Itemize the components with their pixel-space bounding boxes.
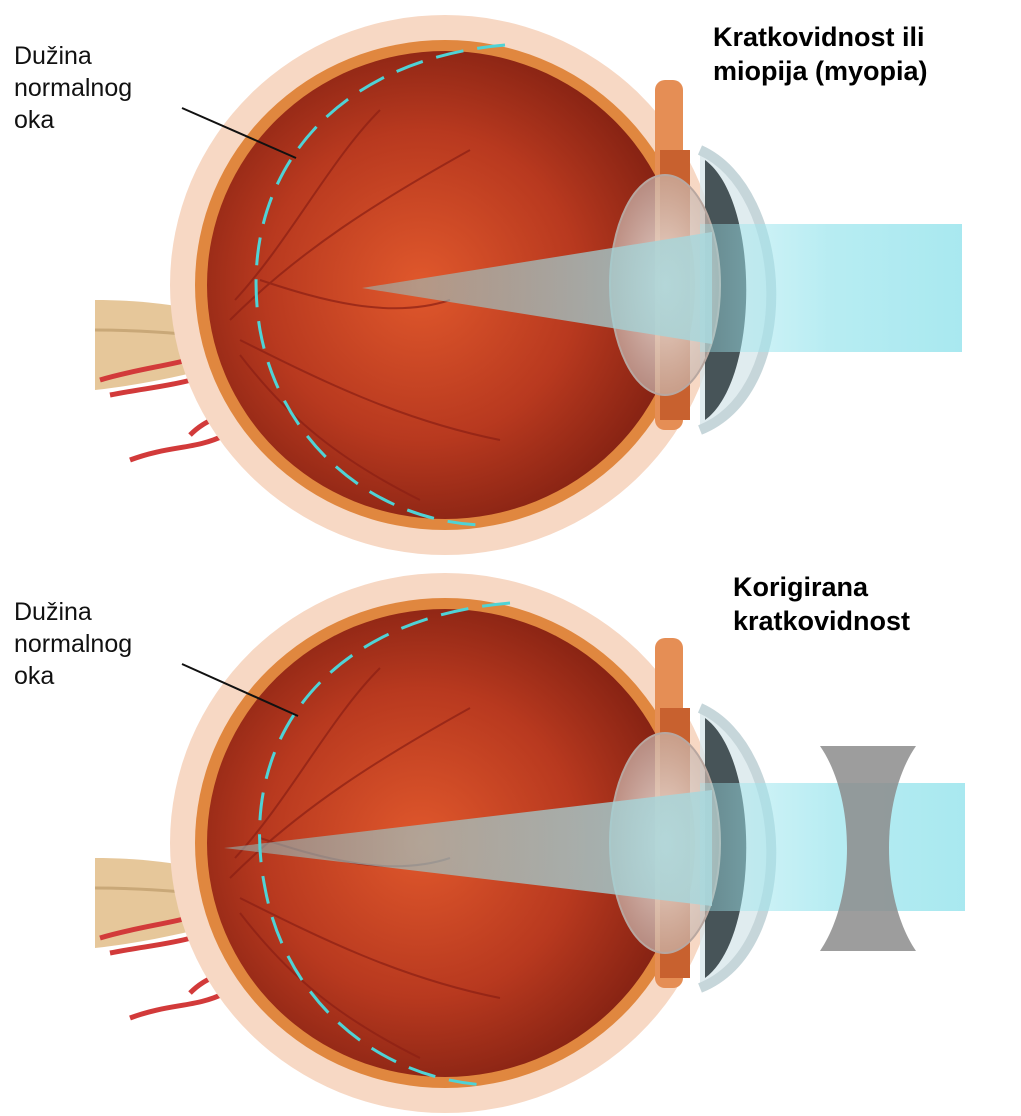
- normal-length-label: Dužina normalnog oka: [14, 40, 132, 136]
- corrected-diagram: Dužina normalnog oka Korigirana kratkovi…: [0, 558, 1021, 1116]
- normal-length-label: Dužina normalnog oka: [14, 596, 132, 692]
- label-line: oka: [14, 104, 132, 136]
- corrected-eye-illustration: [0, 558, 1021, 1116]
- label-line: Dužina: [14, 40, 132, 72]
- label-line: normalnog: [14, 72, 132, 104]
- title-line: Kratkovidnost ili: [713, 20, 928, 54]
- myopia-diagram: Dužina normalnog oka Kratkovidnost ili m…: [0, 0, 1021, 558]
- title-line: Korigirana: [733, 570, 910, 604]
- corrected-title: Korigirana kratkovidnost: [733, 570, 910, 638]
- myopia-title: Kratkovidnost ili miopija (myopia): [713, 20, 928, 88]
- title-line: kratkovidnost: [733, 604, 910, 638]
- label-line: normalnog: [14, 628, 132, 660]
- title-line: miopija (myopia): [713, 54, 928, 88]
- label-line: oka: [14, 660, 132, 692]
- incoming-light-beam: [700, 783, 965, 911]
- incoming-light-beam: [700, 224, 962, 352]
- label-line: Dužina: [14, 596, 132, 628]
